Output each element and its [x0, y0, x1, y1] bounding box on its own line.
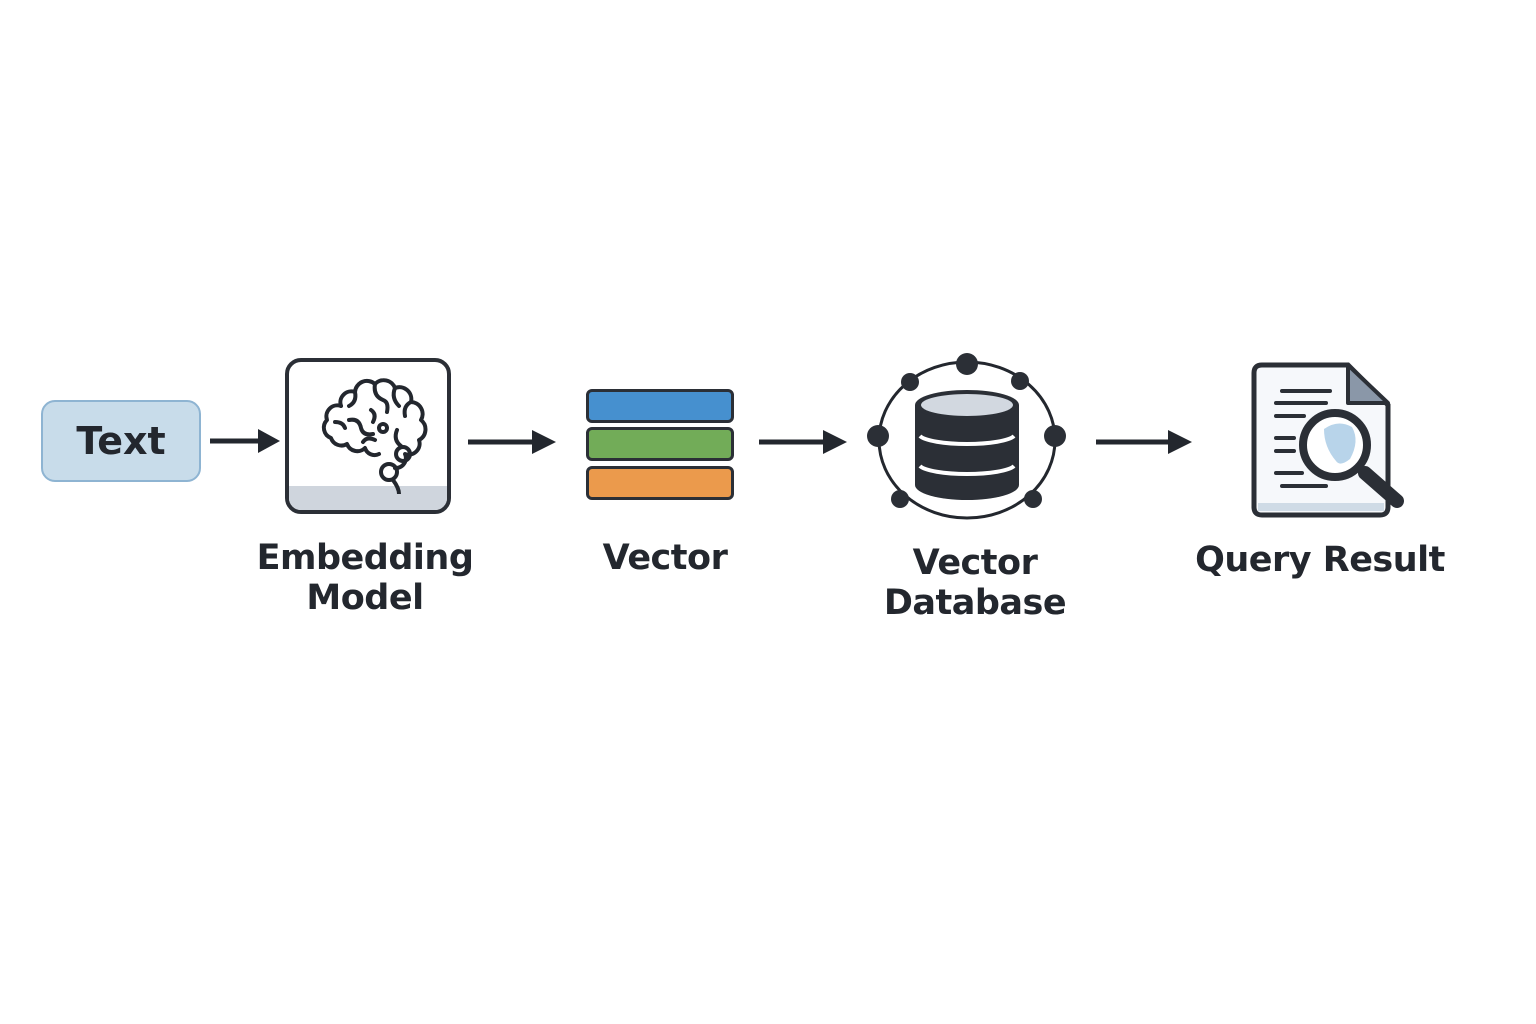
- document-search-icon: [1251, 362, 1404, 518]
- database-network-icon: [867, 353, 1066, 520]
- embedding-model-node: [285, 358, 451, 514]
- arrow-model-to-vector: [468, 430, 556, 454]
- embedding-model-label-line-1: Embedding: [256, 538, 474, 578]
- text-node-label: Text: [76, 419, 166, 463]
- query-result-label: Query Result: [1195, 540, 1445, 580]
- arrow-vector-to-database: [759, 430, 847, 454]
- vector-database-label: Vector Database: [883, 543, 1067, 623]
- magnifier-icon: [1299, 409, 1404, 508]
- vector-label: Vector: [602, 538, 728, 578]
- text-node: Text: [41, 400, 201, 482]
- database-cylinder: [915, 390, 1019, 500]
- document-text-lines: [1274, 389, 1332, 488]
- vector-bar-orange: [586, 466, 734, 500]
- model-box-band: [289, 486, 447, 510]
- vector-bar-blue: [586, 389, 734, 423]
- embedding-model-label: Embedding Model: [255, 538, 475, 618]
- vector-bar-green: [586, 427, 734, 461]
- brain-icon: [321, 378, 428, 494]
- arrow-database-to-result: [1096, 430, 1192, 454]
- embedding-model-label-line-2: Model: [306, 578, 424, 618]
- arrow-text-to-model: [210, 429, 280, 453]
